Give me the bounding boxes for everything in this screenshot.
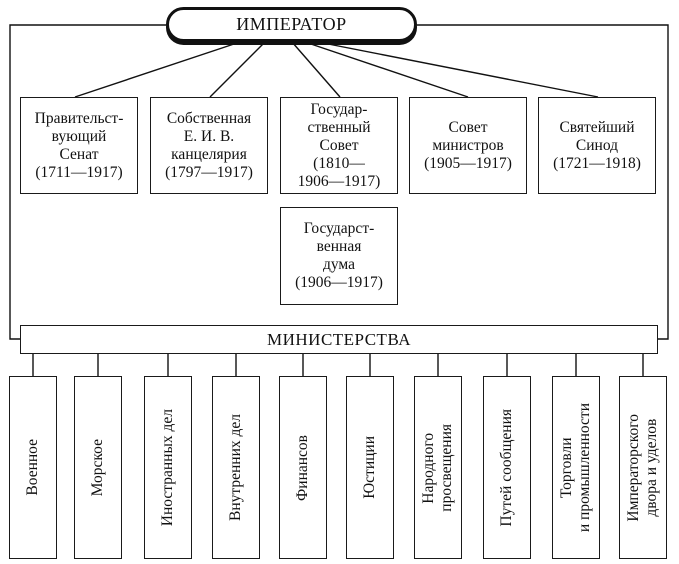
ministry-box-imperial-court: Императорского двора и уделов <box>619 376 667 559</box>
left-frame-line <box>9 24 166 340</box>
ministry-label: Военное <box>24 439 41 496</box>
ministry-box-justice: Юстиции <box>346 376 394 559</box>
ministry-label: Народного просвещения <box>420 423 455 512</box>
duma-label: Государст- венная дума (1906—1917) <box>295 220 383 291</box>
ministry-label: Иностранных дел <box>159 408 176 527</box>
ministry-box-finance: Финансов <box>279 376 327 559</box>
council-ministers-box: Совет министров (1905—1917) <box>409 97 527 194</box>
council-ministers-label: Совет министров (1905—1917) <box>424 118 512 172</box>
emperor-label: ИМПЕРАТОР <box>236 14 347 34</box>
ministry-box-foreign-affairs: Иностранных дел <box>144 376 192 559</box>
chancellery-label: Собственная Е. И. В. канцелярия (1797—19… <box>165 109 253 181</box>
ministry-label: Финансов <box>294 434 311 501</box>
chancellery-box: Собственная Е. И. В. канцелярия (1797—19… <box>150 97 268 194</box>
ministry-label: Императорского двора и уделов <box>625 413 660 522</box>
ministry-box-navy: Морское <box>74 376 122 559</box>
fan-line-state-council <box>291 41 341 98</box>
synod-label: Святейший Синод (1721—1918) <box>553 118 641 172</box>
ministry-label: Торговли и промышленности <box>558 402 593 533</box>
ministry-box-education: Народного просвещения <box>414 376 462 559</box>
ministries-header-box: МИНИСТЕРСТВА <box>20 325 658 354</box>
ministry-label: Юстиции <box>361 436 378 499</box>
ministry-box-railways: Путей сообщения <box>483 376 531 559</box>
fan-line-chancellery <box>209 41 266 98</box>
fan-line-council-ministers <box>304 41 469 98</box>
ministry-label: Морское <box>89 438 106 497</box>
ministry-label: Внутренних дел <box>227 414 244 521</box>
fan-line-senate <box>74 41 241 98</box>
emperor-box: ИМПЕРАТОР <box>166 7 417 42</box>
ministry-label: Путей сообщения <box>498 408 515 527</box>
state-council-label: Государ- ственный Совет (1810— 1906—1917… <box>297 100 381 190</box>
senate-box: Правительст- вующий Сенат (1711—1917) <box>20 97 138 194</box>
ministry-box-military: Военное <box>9 376 57 559</box>
ministry-box-trade-industry: Торговли и промышленности <box>552 376 600 559</box>
ministries-header-label: МИНИСТЕРСТВА <box>267 329 411 349</box>
synod-box: Святейший Синод (1721—1918) <box>538 97 656 194</box>
fan-line-synod <box>317 41 599 98</box>
duma-box: Государст- венная дума (1906—1917) <box>280 207 398 305</box>
state-council-box: Государ- ственный Совет (1810— 1906—1917… <box>280 97 398 194</box>
ministry-box-interior: Внутренних дел <box>212 376 260 559</box>
senate-label: Правительст- вующий Сенат (1711—1917) <box>34 109 124 181</box>
right-frame-line <box>417 24 669 340</box>
